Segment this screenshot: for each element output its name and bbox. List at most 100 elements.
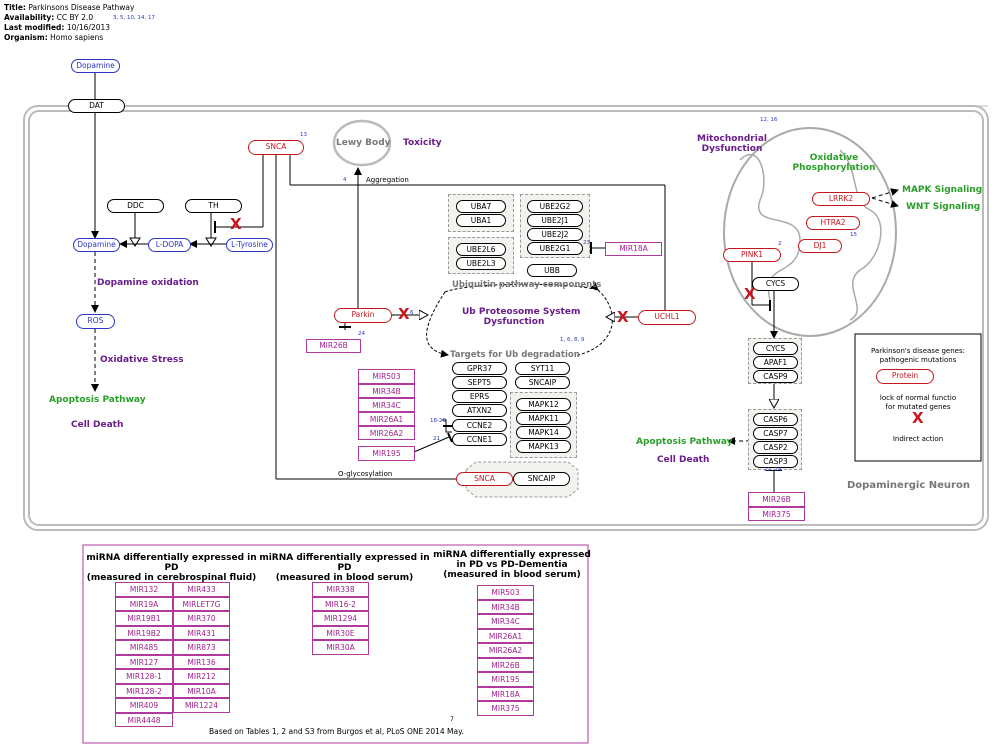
dj1-node[interactable]: DJ1 bbox=[798, 239, 842, 253]
mir34b-node[interactable]: MIR34B bbox=[358, 384, 415, 398]
ube2j1-node[interactable]: UBE2J1 bbox=[527, 214, 583, 227]
lewy-body-label[interactable]: Lewy Body bbox=[336, 138, 391, 148]
lrrk2-node[interactable]: LRRK2 bbox=[812, 192, 870, 206]
ref-2: 2 bbox=[778, 241, 782, 247]
ccne1-node[interactable]: CCNE1 bbox=[452, 433, 507, 446]
ros-node[interactable]: ROS bbox=[76, 314, 115, 329]
toxicity-label: Toxicity bbox=[403, 138, 442, 148]
mirna-table-cell[interactable]: MIR4448 bbox=[115, 712, 173, 727]
mirna-table-cell[interactable]: MIR34C bbox=[477, 614, 534, 629]
uba1-node[interactable]: UBA1 bbox=[456, 214, 506, 227]
apaf1-node[interactable]: APAF1 bbox=[753, 356, 798, 369]
mir34c-node[interactable]: MIR34C bbox=[358, 398, 415, 412]
mirna-table-cell[interactable]: MIR127 bbox=[115, 654, 173, 669]
mirna-table-cell[interactable]: MIR30A bbox=[312, 640, 369, 655]
mir503-node[interactable]: MIR503 bbox=[358, 369, 415, 384]
mir195-node[interactable]: MIR195 bbox=[358, 446, 415, 461]
ube2l3-node[interactable]: UBE2L3 bbox=[456, 257, 506, 270]
gpr37-node[interactable]: GPR37 bbox=[452, 362, 507, 375]
casp3-node[interactable]: CASP3 bbox=[753, 455, 798, 468]
mirna-table-cell[interactable]: MIR128-1 bbox=[115, 669, 173, 684]
mirna-table-cell[interactable]: MIR433 bbox=[173, 582, 230, 597]
ccne2-node[interactable]: CCNE2 bbox=[452, 419, 507, 432]
casp7-node[interactable]: CASP7 bbox=[753, 427, 798, 440]
syt11-node[interactable]: SYT11 bbox=[515, 362, 570, 375]
ddc-node[interactable]: DDC bbox=[107, 199, 164, 213]
mirna-table-cell[interactable]: MIR26B bbox=[477, 657, 534, 672]
cycs-node[interactable]: CYCS bbox=[753, 342, 798, 355]
mirna-table-cell[interactable]: MIR19B2 bbox=[115, 625, 173, 640]
dopamine-extracellular-node[interactable]: Dopamine bbox=[71, 59, 120, 73]
casp2-node[interactable]: CASP2 bbox=[753, 441, 798, 454]
mirna-table-cell[interactable]: MIR19B1 bbox=[115, 611, 173, 626]
apoptosis-pathway-right[interactable]: Apoptosis Pathway bbox=[636, 437, 733, 447]
mapk12-node[interactable]: MAPK12 bbox=[516, 398, 571, 411]
ube2j2-node[interactable]: UBE2J2 bbox=[527, 228, 583, 241]
mirna-table-cell[interactable]: MIR26A1 bbox=[477, 628, 534, 643]
mirna-table-cell[interactable]: MIR26A2 bbox=[477, 643, 534, 658]
sept5-node[interactable]: SEPT5 bbox=[452, 376, 507, 389]
l-dopa-node[interactable]: L-DOPA bbox=[148, 238, 191, 252]
snca-bottom-node[interactable]: SNCA bbox=[456, 472, 513, 486]
dopamine-node[interactable]: Dopamine bbox=[73, 238, 120, 252]
pink1-node[interactable]: PINK1 bbox=[723, 248, 781, 262]
mirna-table-cell[interactable]: MIR212 bbox=[173, 669, 230, 684]
ube2g2-node[interactable]: UBE2G2 bbox=[527, 200, 583, 213]
mirna-table-cell[interactable]: MIR431 bbox=[173, 625, 230, 640]
l-tyrosine-node[interactable]: L-Tyrosine bbox=[226, 238, 273, 252]
atxn2-node[interactable]: ATXN2 bbox=[452, 404, 507, 417]
htra2-node[interactable]: HTRA2 bbox=[806, 216, 860, 230]
mirna-table-cell[interactable]: MIRLET7G bbox=[173, 596, 230, 611]
oxidative-stress-label: Oxidative Stress bbox=[100, 355, 184, 365]
mirna-table-cell[interactable]: MIR136 bbox=[173, 654, 230, 669]
mirna-table-cell[interactable]: MIR19A bbox=[115, 596, 173, 611]
mir375-right-node[interactable]: MIR375 bbox=[748, 507, 805, 521]
mirna-table-cell[interactable]: MIR1224 bbox=[173, 698, 230, 713]
mapk-signaling-link[interactable]: MAPK Signaling bbox=[902, 185, 983, 195]
casp6-node[interactable]: CASP6 bbox=[753, 413, 798, 426]
mirna-table-cell[interactable]: MIR195 bbox=[477, 672, 534, 687]
mirna-table-cell[interactable]: MIR503 bbox=[477, 585, 534, 600]
mirna-table-cell[interactable]: MIR18A bbox=[477, 686, 534, 701]
mirna-table-cell[interactable]: MIR338 bbox=[312, 582, 369, 597]
sncaip-bottom-node[interactable]: SNCAIP bbox=[513, 472, 570, 486]
cycs-mito-node[interactable]: CYCS bbox=[752, 277, 799, 291]
apoptosis-pathway-left[interactable]: Apoptosis Pathway bbox=[49, 395, 146, 405]
mirna-table-cell[interactable]: MIR370 bbox=[173, 611, 230, 626]
parkin-node[interactable]: Parkin bbox=[334, 308, 392, 323]
dat-node[interactable]: DAT bbox=[68, 99, 125, 113]
mapk14-node[interactable]: MAPK14 bbox=[516, 426, 571, 439]
wnt-signaling-link[interactable]: WNT Signaling bbox=[906, 202, 981, 212]
mir26a1-node[interactable]: MIR26A1 bbox=[358, 412, 415, 426]
eprs-node[interactable]: EPRS bbox=[452, 390, 507, 403]
mirna-table-cell[interactable]: MIR1294 bbox=[312, 611, 369, 626]
mirna-table-cell[interactable]: MIR128-2 bbox=[115, 683, 173, 698]
ubb-node[interactable]: UBB bbox=[527, 264, 577, 277]
mirna-table-cell[interactable]: MIR16-2 bbox=[312, 596, 369, 611]
ube2g1-node[interactable]: UBE2G1 bbox=[527, 242, 583, 255]
sncaip-node[interactable]: SNCAIP bbox=[515, 376, 570, 389]
th-node[interactable]: TH bbox=[185, 199, 242, 213]
meta-organism: Organism: Homo sapiens bbox=[4, 33, 104, 42]
mirna-table-cell[interactable]: MIR409 bbox=[115, 698, 173, 713]
mirna-table-cell[interactable]: MIR485 bbox=[115, 640, 173, 655]
mir18a-node[interactable]: MIR18A bbox=[605, 242, 662, 256]
mir26b-parkin-node[interactable]: MIR26B bbox=[306, 339, 361, 353]
mirna-table-cell[interactable]: MIR132 bbox=[115, 582, 173, 597]
mirna-table-cell[interactable]: MIR10A bbox=[173, 683, 230, 698]
uba7-node[interactable]: UBA7 bbox=[456, 200, 506, 213]
mirna-table-cell[interactable]: MIR30E bbox=[312, 625, 369, 640]
mirna-table-cell[interactable]: MIR873 bbox=[173, 640, 230, 655]
mirna-table-cell[interactable]: MIR34B bbox=[477, 599, 534, 614]
mapk11-node[interactable]: MAPK11 bbox=[516, 412, 571, 425]
snca-node[interactable]: SNCA bbox=[248, 140, 304, 155]
ref-21: 21 bbox=[433, 436, 440, 442]
mirna-table-cell[interactable]: MIR375 bbox=[477, 701, 534, 716]
mapk13-node[interactable]: MAPK13 bbox=[516, 440, 571, 453]
casp9-node[interactable]: CASP9 bbox=[753, 370, 798, 383]
mir26b-right-node[interactable]: MIR26B bbox=[748, 492, 805, 507]
uchl1-node[interactable]: UCHL1 bbox=[638, 310, 696, 325]
mir26a2-node[interactable]: MIR26A2 bbox=[358, 426, 415, 440]
ube2l6-node[interactable]: UBE2L6 bbox=[456, 243, 506, 256]
